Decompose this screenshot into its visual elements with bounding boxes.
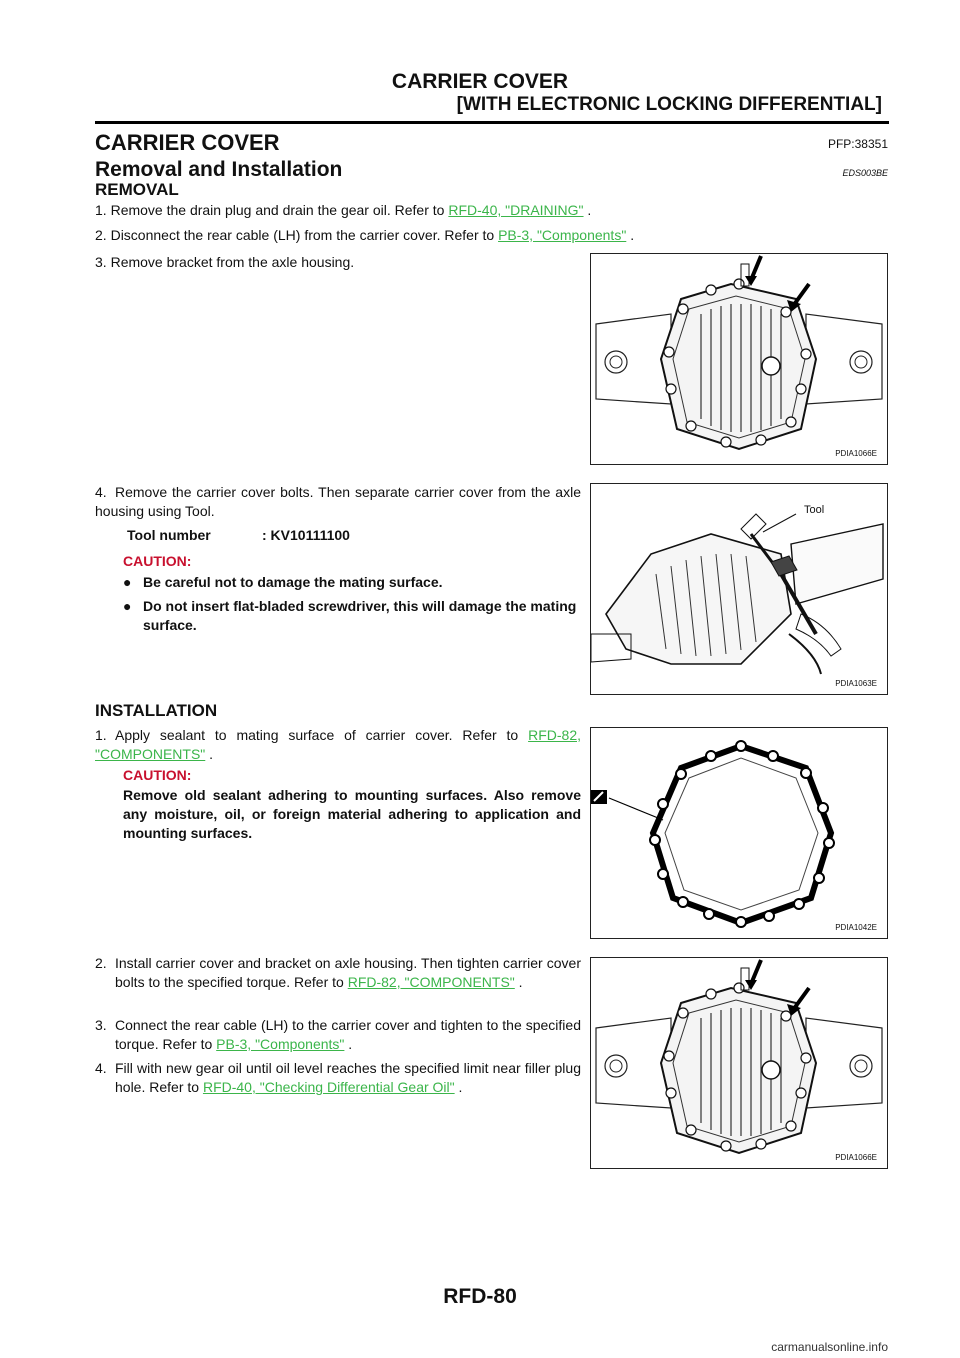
installation-step-2: 2.Install carrier cover and bracket on a…	[95, 955, 581, 990]
link-rfd-40-checking-differential-gear-oil[interactable]: RFD-40, "Checking Differential Gear Oil"	[202, 1079, 455, 1095]
installation-caution-title: CAUTION:	[123, 767, 192, 783]
header-divider	[95, 121, 889, 124]
figure-carrier-cover-brackets: PDIA1066E	[590, 253, 888, 465]
figure-code: PDIA1066E	[835, 449, 877, 458]
link-pb-3-components[interactable]: PB-3, "Components"	[498, 227, 627, 243]
figure-code: PDIA1042E	[835, 923, 877, 932]
figure-code: PDIA1063E	[835, 679, 877, 688]
installation-step-4: 4.Fill with new gear oil until oil level…	[95, 1060, 581, 1095]
figure-code: PDIA1066E	[835, 1153, 877, 1162]
figure-carrier-cover-installed: PDIA1066E	[590, 957, 888, 1169]
installation-caution-text: Remove old sealant adhering to mounting …	[123, 787, 581, 841]
bullet-icon: ●	[123, 598, 132, 614]
watermark: carmanualsonline.info	[771, 1340, 888, 1354]
link-rfd-82-components[interactable]: RFD-82, "COMPONENTS"	[347, 974, 515, 990]
removal-heading: REMOVAL	[95, 180, 179, 199]
removal-step-4: 4.Remove the carrier cover bolts. Then s…	[95, 484, 581, 519]
page-header-subtitle: [WITH ELECTRONIC LOCKING DIFFERENTIAL]	[456, 94, 882, 115]
installation-step-1: 1.Apply sealant to mating surface of car…	[95, 727, 581, 762]
pfp-code: PFP:38351	[827, 137, 888, 151]
section-code: EDS003BE	[842, 168, 888, 178]
page-header-title: CARRIER COVER	[391, 70, 569, 93]
tool-number-label: Tool number	[127, 527, 211, 543]
carrier-cover-illustration	[595, 959, 883, 1155]
caution-item: ● Be careful not to damage the mating su…	[123, 574, 443, 590]
subsection-title: Removal and Installation	[95, 158, 343, 181]
link-rfd-40-draining[interactable]: RFD-40, "DRAINING"	[448, 202, 584, 218]
removal-step-1: 1. Remove the drain plug and drain the g…	[95, 202, 592, 218]
carrier-cover-illustration	[595, 255, 883, 451]
caution-item: ● Do not insert flat-bladed screwdriver,…	[123, 598, 577, 633]
link-pb-3-components[interactable]: PB-3, "Components"	[216, 1036, 345, 1052]
removal-caution-title: CAUTION:	[123, 553, 192, 569]
tool-callout-label: Tool	[804, 504, 825, 516]
tool-removal-illustration	[591, 513, 884, 675]
link-rfd-82-components[interactable]: RFD-82, "COMPONENTS"	[95, 727, 581, 762]
section-title: CARRIER COVER	[95, 130, 280, 155]
removal-step-2: 2. Disconnect the rear cable (LH) from t…	[95, 227, 635, 243]
figure-tool-removal: Tool PDIA1063E	[590, 483, 888, 695]
installation-step-3: 3.Connect the rear cable (LH) to the car…	[95, 1017, 581, 1052]
figure-sealant-application: PDIA1042E	[590, 727, 888, 939]
sealant-gasket-illustration	[591, 740, 835, 928]
removal-step-3: 3. Remove bracket from the axle housing.	[95, 254, 355, 270]
installation-heading: INSTALLATION	[95, 701, 218, 720]
bullet-icon: ●	[123, 574, 132, 590]
tool-number-value: : KV10111100	[262, 527, 350, 543]
page-number: RFD-80	[443, 1285, 517, 1308]
